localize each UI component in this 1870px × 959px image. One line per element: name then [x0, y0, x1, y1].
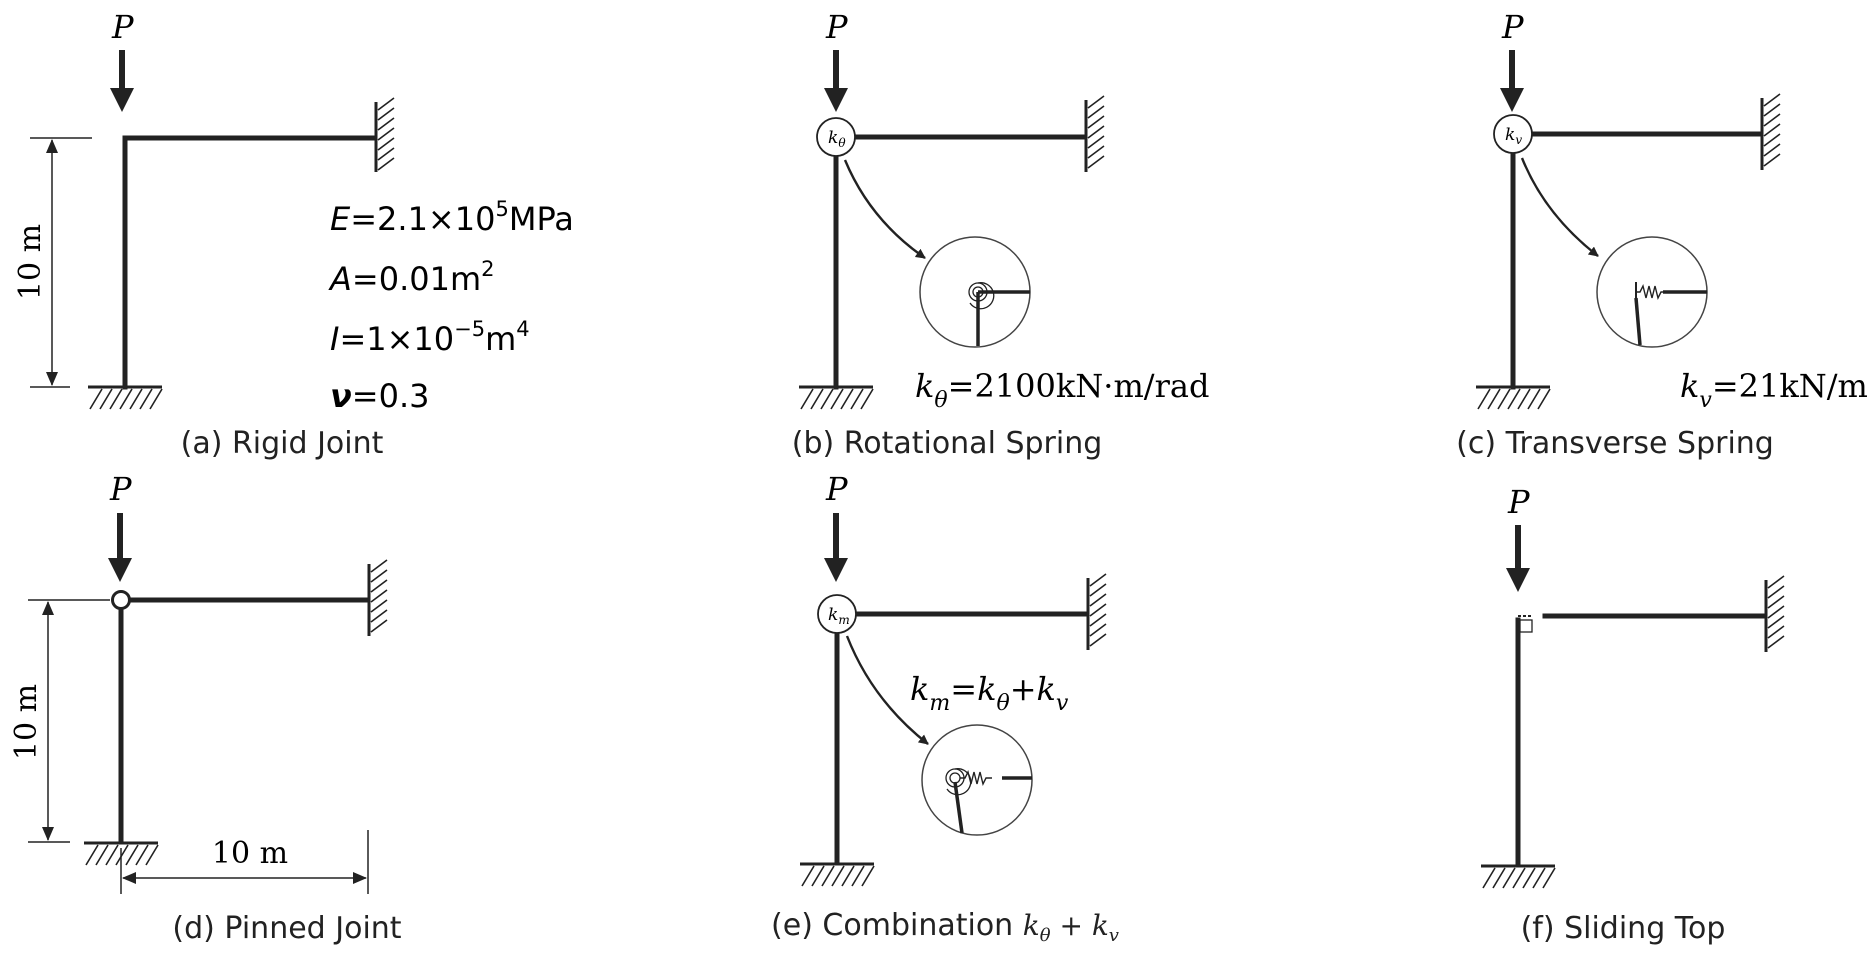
detail-pointer-c	[1520, 157, 1599, 257]
property-area: A=0.01m2	[328, 257, 495, 298]
detail-pointer-b	[843, 159, 926, 259]
panel-d-pinned-joint: P	[9, 470, 402, 946]
load-arrow-f	[1506, 525, 1530, 592]
load-label-f: P	[1507, 483, 1530, 521]
panel-b-rotational-spring: P kθ	[792, 8, 1210, 461]
combination-equation-e: km=kθ+kv	[910, 670, 1069, 716]
fixed-support-right-d	[367, 559, 388, 636]
load-label-b: P	[825, 8, 848, 46]
spring-stiffness-b: kθ=2100kN·m/rad	[915, 367, 1209, 413]
fixed-support-right-f	[1764, 575, 1785, 652]
load-arrow-e	[824, 513, 848, 582]
material-properties: E=2.1×105MPa A=0.01m2 I=1×10−5m4 ν=0.3	[328, 197, 574, 415]
load-arrow-d	[108, 513, 132, 582]
width-dimension-d	[120, 830, 369, 894]
height-dimension-a	[30, 137, 92, 388]
spring-joint-c	[1493, 114, 1533, 154]
detail-circle-c	[1596, 236, 1708, 348]
sliding-joint-f	[1518, 615, 1533, 633]
pin-joint-d	[111, 590, 131, 610]
property-elastic-modulus: E=2.1×105MPa	[330, 197, 574, 238]
caption-e: (e) Combination kθ + kv	[771, 908, 1119, 946]
fixed-support-right-c	[1760, 93, 1781, 170]
spring-stiffness-c: kv=21kN/m	[1680, 367, 1868, 413]
panel-f-sliding-top: P (f)	[1481, 483, 1785, 946]
height-label-a: 10 m	[13, 224, 48, 300]
fixed-support-bottom-b	[799, 385, 874, 410]
fixed-support-right-a	[374, 97, 395, 172]
load-arrow-a	[110, 50, 134, 112]
load-arrow-c	[1500, 50, 1524, 112]
load-label-a: P	[111, 8, 134, 46]
detail-circle-e	[921, 724, 1033, 836]
fixed-support-bottom-a	[88, 385, 163, 410]
property-poisson: ν=0.3	[330, 377, 430, 415]
frame-members-a	[122, 135, 378, 390]
height-dimension-d	[28, 599, 110, 843]
load-arrow-b	[824, 50, 848, 112]
caption-f: (f) Sliding Top	[1521, 911, 1726, 946]
load-label-d: P	[109, 470, 132, 508]
spring-joint-label-b: kθ	[828, 128, 846, 150]
spring-joint-label-c: kv	[1505, 125, 1522, 147]
fixed-support-bottom-d	[84, 841, 159, 866]
height-label-d: 10 m	[9, 684, 44, 760]
caption-d: (d) Pinned Joint	[172, 911, 401, 946]
load-label-e: P	[825, 470, 848, 508]
panel-c-transverse-spring: P kv	[1456, 8, 1868, 461]
width-label-d: 10 m	[212, 836, 288, 871]
detail-circle-b	[919, 236, 1031, 348]
panel-e-combination: P km km=kθ+kv	[771, 470, 1119, 946]
spring-joint-b	[816, 117, 856, 157]
caption-b: (b) Rotational Spring	[792, 426, 1103, 461]
fixed-support-right-e	[1086, 573, 1107, 650]
spring-joint-label-e: km	[828, 605, 850, 627]
panel-a-rigid-joint: P 10	[13, 8, 574, 461]
load-label-c: P	[1501, 8, 1524, 46]
fixed-support-right-b	[1084, 95, 1105, 172]
fixed-support-bottom-f	[1481, 864, 1556, 889]
detail-pointer-e	[845, 635, 929, 745]
property-inertia: I=1×10−5m4	[330, 317, 530, 358]
fixed-support-bottom-c	[1476, 385, 1551, 410]
caption-c: (c) Transverse Spring	[1456, 426, 1774, 461]
spring-joint-e	[817, 594, 857, 634]
caption-a: (a) Rigid Joint	[181, 426, 384, 461]
fixed-support-bottom-e	[800, 862, 875, 887]
